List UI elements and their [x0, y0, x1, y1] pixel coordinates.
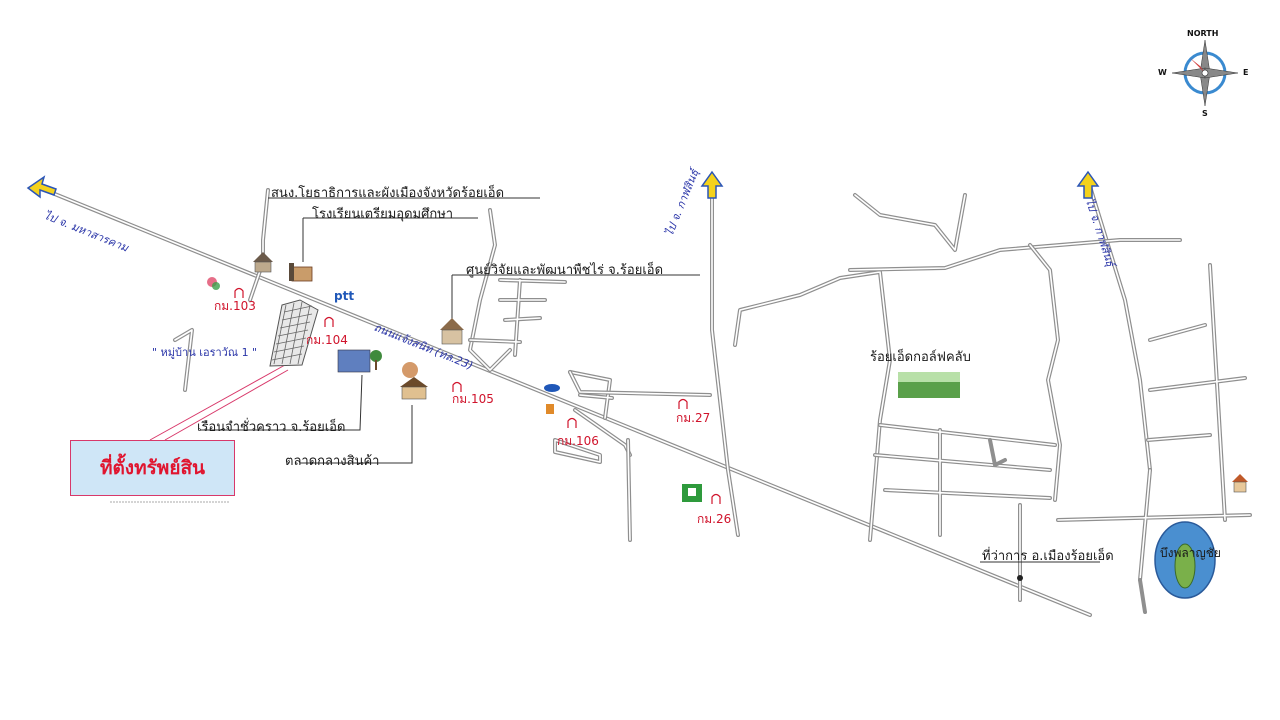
prison-label: เรือนจำชั่วคราว จ.ร้อยเอ็ด — [197, 420, 346, 435]
school-label: โรงเรียนเตรียมอุดมศึกษา — [312, 207, 454, 222]
research-center-label: ศูนย์วิจัยและพัฒนาพืชไร่ จ.ร้อยเอ็ด — [466, 263, 664, 278]
lake-label: บึงพลาญชัย — [1160, 546, 1221, 560]
district-office-dot — [1017, 575, 1023, 581]
compass-rose — [1171, 39, 1239, 107]
property-location-box: ที่ตั้งทรัพย์สิน — [70, 440, 235, 496]
planning-office-icon — [253, 252, 273, 273]
km-104-label: กม.104 — [306, 333, 348, 347]
bank-logo — [682, 484, 702, 502]
ptt-text: ptt — [334, 289, 354, 303]
compass-east: E — [1243, 68, 1249, 77]
golf-icon — [898, 372, 960, 398]
golf-club-label: ร้อยเอ็ดกอล์ฟคลับ — [870, 350, 971, 365]
ptt-logo: ptt — [334, 289, 354, 303]
km-103-label: กม.103 — [214, 299, 256, 313]
lake-icon — [1154, 521, 1216, 599]
km-26-label: กม.26 — [697, 512, 732, 526]
arrow-to-kalasin-1 — [700, 170, 724, 199]
arrow-to-kalasin-2 — [1076, 170, 1100, 199]
compass-south: S — [1202, 109, 1208, 118]
school-icon — [289, 263, 313, 282]
km-27-label: กม.27 — [676, 411, 711, 425]
village-label: " หมู่บ้าน เอราวัณ 1 " — [152, 346, 258, 359]
market-icon — [400, 362, 428, 400]
planning-office-label: สนง.โยธาธิการและผังเมืองจังหวัดร้อยเอ็ด — [271, 186, 505, 201]
district-office-label: ที่ว่าการ อ.เมืองร้อยเอ็ด — [982, 549, 1114, 564]
village-block — [269, 299, 319, 367]
temple-icon — [1232, 474, 1248, 493]
road-network — [38, 178, 1252, 617]
km-27-icon — [678, 398, 688, 409]
research-center-icon — [440, 318, 464, 345]
km-26-icon — [711, 493, 721, 504]
bts-logo — [207, 277, 220, 290]
compass-north: NORTH — [1187, 29, 1219, 38]
km-106-icon — [567, 417, 577, 428]
arrow-to-maha-sarakham — [26, 175, 57, 199]
prison-icon — [337, 349, 382, 373]
km-104-icon — [324, 316, 334, 327]
km-marker-icons — [234, 287, 721, 504]
market-label: ตลาดกลางสินค้า — [285, 454, 380, 469]
station-icon — [546, 404, 554, 414]
km-106-label: กม.106 — [557, 434, 599, 448]
km-103-icon — [234, 287, 244, 298]
km-105-icon — [452, 381, 462, 392]
km-105-label: กม.105 — [452, 392, 494, 406]
ford-logo — [544, 384, 560, 392]
property-location-label: ที่ตั้งทรัพย์สิน — [99, 457, 206, 479]
compass-west: W — [1158, 68, 1167, 77]
